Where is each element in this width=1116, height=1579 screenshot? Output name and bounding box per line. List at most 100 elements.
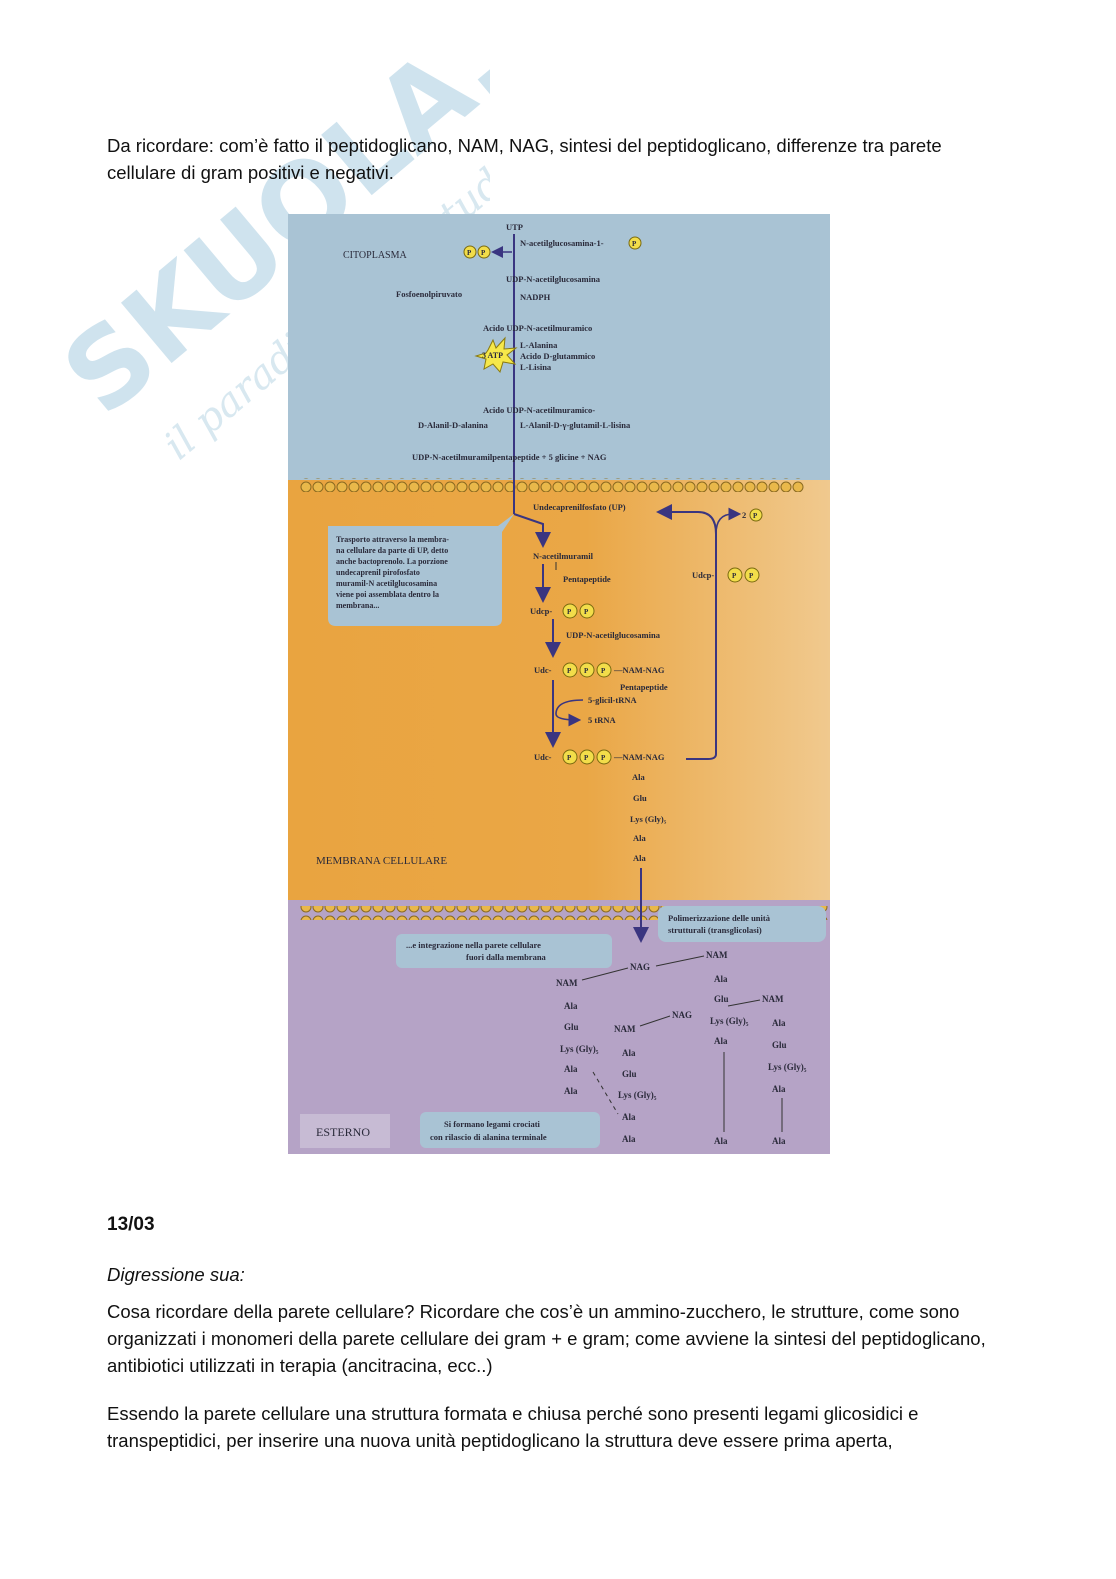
pep-label: Fosfoenolpiruvato	[396, 289, 462, 299]
svg-text:P: P	[567, 608, 572, 616]
phosphate-icon	[727, 567, 743, 583]
svg-text:P: P	[601, 667, 606, 675]
cytoplasm-region	[288, 214, 830, 480]
phosphate-icon	[744, 567, 760, 583]
pentapeptide-1-label: Pentapeptide	[563, 574, 611, 584]
atp-label: 3 ATP	[482, 351, 503, 360]
nag-b: NAG	[672, 1010, 692, 1020]
chain-ala: Ala	[632, 772, 646, 782]
svg-text:Ala: Ala	[622, 1134, 636, 1144]
polymerization-callout	[658, 906, 826, 942]
phosphate-icon	[579, 749, 595, 765]
utp-label: UTP	[506, 222, 523, 232]
svg-text:P: P	[567, 754, 572, 762]
svg-text:Glu: Glu	[564, 1022, 579, 1032]
polymerization-text: Polimerizzazione delle unità strutturali…	[668, 913, 772, 935]
svg-text:Ala: Ala	[564, 1001, 578, 1011]
udp-nam-label: Acido UDP-N-acetilmuramico	[483, 323, 592, 333]
phosphate-icon	[463, 245, 477, 259]
svg-text:P: P	[601, 754, 606, 762]
svg-text:Lys (Gly)₅: Lys (Gly)₅	[560, 1044, 599, 1054]
nam-c: NAM	[614, 1024, 636, 1034]
svg-text:P: P	[567, 667, 572, 675]
tripeptide-label: L-Alanil-D-γ-glutamil-L-lisina	[520, 420, 631, 430]
svg-text:P: P	[753, 512, 758, 520]
svg-text:Ala: Ala	[622, 1112, 636, 1122]
membrane-label: MEMBRANA CELLULARE	[316, 855, 447, 867]
svg-text:Lys (Gly)₅: Lys (Gly)₅	[618, 1090, 657, 1100]
chain-ala: Ala	[633, 853, 647, 863]
atp-burst-icon	[474, 336, 518, 374]
phosphate-icon	[596, 749, 612, 765]
crosslink-callout	[420, 1112, 600, 1148]
svg-text:P: P	[732, 572, 737, 580]
digression-paragraph: Cosa ricordare della parete cellulare? R…	[107, 1301, 986, 1376]
trna-label: 5 tRNA	[588, 715, 616, 725]
n-acetilmuramil-label: N-acetilmuramil	[533, 551, 594, 561]
svg-text:Lys (Gly)₅: Lys (Gly)₅	[768, 1062, 807, 1072]
phosphate-icon	[562, 749, 578, 765]
svg-text:P: P	[584, 667, 589, 675]
svg-text:Glu: Glu	[714, 994, 729, 1004]
recycle-line	[686, 511, 717, 760]
svg-text:Ala: Ala	[772, 1018, 786, 1028]
udp-nag-label: UDP-N-acetilglucosamina	[506, 274, 601, 284]
d-alanil-label: D-Alanil-D-alanina	[418, 420, 489, 430]
exterior-label: ESTERNO	[316, 1125, 370, 1139]
svg-text:Ala: Ala	[714, 1036, 728, 1046]
peptidoglycan-synthesis-figure: CITOPLASMA MEMBRANA CELLULARE ESTERNO UT…	[288, 214, 830, 1154]
transport-callout	[328, 514, 514, 626]
nam-b: NAM	[556, 978, 578, 988]
chain-glu: Glu	[633, 793, 647, 803]
svg-text:Ala: Ala	[714, 1136, 728, 1146]
udp-nag-2-label: UDP-N-acetilglucosamina	[566, 630, 661, 640]
svg-text:P: P	[749, 572, 754, 580]
cytoplasm-label: CITOPLASMA	[343, 250, 407, 261]
crosslink-dashed	[592, 1071, 619, 1115]
integration-text: ...e integrazione nella parete cellulare…	[406, 940, 547, 962]
svg-text:P: P	[584, 754, 589, 762]
nam-nag-2-label: —NAM-NAG	[613, 752, 665, 762]
membrane-bilayer-top	[300, 478, 804, 492]
body-paragraph: Essendo la parete cellulare una struttur…	[107, 1403, 919, 1451]
svg-text:Glu: Glu	[772, 1040, 787, 1050]
l-alanina-label: L-Alanina	[520, 340, 558, 350]
up-label: Undecaprenilfosfato (UP)	[533, 502, 626, 512]
udcp-label: Udcp-	[530, 606, 552, 616]
phosphate-icon	[562, 662, 578, 678]
pentapeptide-label: UDP-N-acetilmuramilpentapeptide + 5 glic…	[412, 452, 607, 462]
nam-d: NAM	[762, 994, 784, 1004]
entry-arrow	[513, 513, 551, 548]
svg-text:P: P	[584, 608, 589, 616]
udp-nam-2-label: Acido UDP-N-acetilmuramico-	[483, 405, 595, 415]
transport-callout-text: Trasporto attraverso la membra- na cellu…	[336, 535, 451, 610]
udc-label: Udc-	[534, 665, 552, 675]
svg-text:Ala: Ala	[772, 1084, 786, 1094]
phosphate-icon	[628, 236, 642, 250]
svg-text:Ala: Ala	[772, 1136, 786, 1146]
nam-nag-label: —NAM-NAG	[613, 665, 665, 675]
svg-text:Ala: Ala	[622, 1048, 636, 1058]
phosphate-icon	[579, 603, 595, 619]
nag1p-label: N-acetilglucosamina-1-	[520, 238, 604, 248]
two-p-label: 2	[742, 510, 746, 520]
phosphate-icon	[579, 662, 595, 678]
svg-text:Glu: Glu	[622, 1069, 637, 1079]
nadph-label: NADPH	[520, 292, 551, 302]
svg-text:Ala: Ala	[564, 1064, 578, 1074]
udc-2-label: Udc-	[534, 752, 552, 762]
intro-paragraph: Da ricordare: com’è fatto il peptidoglic…	[107, 135, 942, 183]
phosphate-icon	[562, 603, 578, 619]
date-heading: 13/03	[107, 1214, 155, 1235]
svg-text:Ala: Ala	[564, 1086, 578, 1096]
svg-text:P: P	[467, 249, 472, 257]
chain-ala: Ala	[633, 833, 647, 843]
udcp-right-label: Udcp-	[692, 570, 714, 580]
pentapeptide-2-label: Pentapeptide	[620, 682, 668, 692]
phosphate-icon	[596, 662, 612, 678]
svg-text:P: P	[481, 249, 486, 257]
crosslink-text: Si formano legami crociati con rilascio …	[430, 1119, 547, 1142]
l-lisina-label: L-Lisina	[520, 362, 552, 372]
digression-title: Digressione sua:	[107, 1264, 245, 1285]
d-glutammico-label: Acido D-glutammico	[520, 351, 595, 361]
